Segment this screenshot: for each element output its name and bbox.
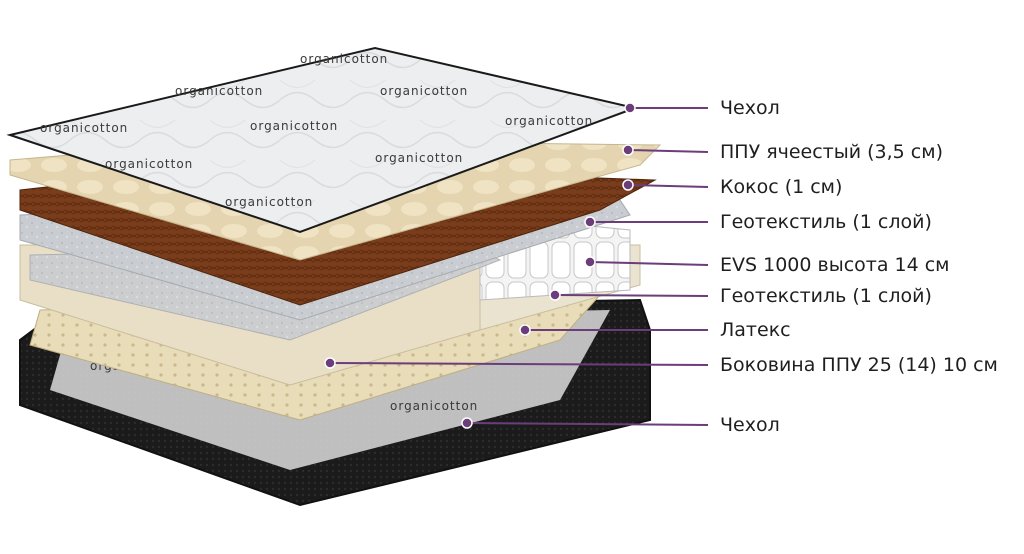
callout-line-7 xyxy=(329,362,709,366)
layer-label-1: ППУ ячеестый (3,5 см) xyxy=(720,141,943,163)
top-print-4: organicotton xyxy=(40,121,128,135)
callout-dot-8 xyxy=(461,417,473,429)
cover-print-text-2: organicotton xyxy=(390,399,478,413)
top-print-9: organicotton xyxy=(225,195,313,209)
layer-label-5: Геотекстиль (1 слой) xyxy=(720,285,932,307)
layer-label-7: Боковина ППУ 25 (14) 10 см xyxy=(720,354,998,376)
top-print-8: organicotton xyxy=(375,151,463,165)
layer-label-6: Латекс xyxy=(720,319,791,341)
callout-dot-1 xyxy=(622,144,634,156)
callout-line-2 xyxy=(627,184,709,188)
callout-line-5 xyxy=(554,294,709,297)
top-print-2: organicotton xyxy=(175,84,263,98)
layer-label-2: Кокос (1 см) xyxy=(720,176,843,198)
callout-dot-0 xyxy=(624,102,636,114)
callout-line-1 xyxy=(627,149,709,153)
callout-line-8 xyxy=(466,422,709,426)
top-print-1: organicotton xyxy=(300,52,388,66)
layer-label-3: Геотекстиль (1 слой) xyxy=(720,211,932,233)
callout-dot-3 xyxy=(584,216,596,228)
layer-label-0: Чехол xyxy=(720,97,780,119)
top-print-6: organicotton xyxy=(505,114,593,128)
callout-dot-4 xyxy=(584,256,596,268)
callout-dot-2 xyxy=(622,179,634,191)
top-print-3: organicotton xyxy=(380,84,468,98)
callout-dot-5 xyxy=(549,289,561,301)
callout-lines xyxy=(324,102,709,429)
callout-dot-6 xyxy=(519,324,531,336)
top-print-7: organicotton xyxy=(105,157,193,171)
callout-dot-7 xyxy=(324,357,336,369)
callout-line-4 xyxy=(589,261,709,266)
layer-label-4: EVS 1000 высота 14 см xyxy=(720,254,950,276)
top-print-5: organicotton xyxy=(250,119,338,133)
layer-label-8: Чехол xyxy=(720,414,780,436)
